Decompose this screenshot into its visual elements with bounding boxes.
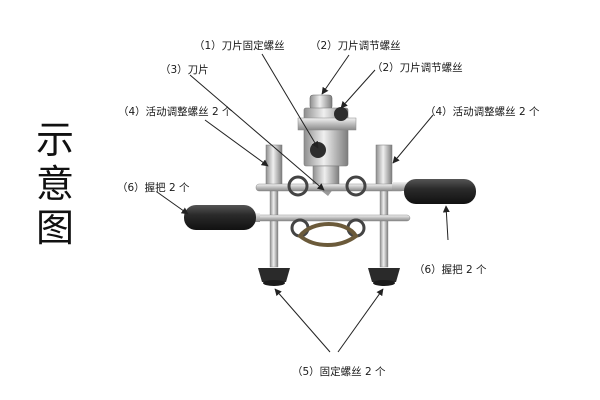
blade-adjust-screw-knob xyxy=(334,107,348,121)
label-movable-screw-right: （4）活动调整螺丝 2 个 xyxy=(425,106,540,118)
lower-crossbar xyxy=(251,214,411,222)
side-title-char: 示 xyxy=(35,118,74,162)
leader-fix-screw-left xyxy=(274,288,331,353)
leader-handle-left xyxy=(156,191,189,215)
cable xyxy=(297,222,359,247)
blade-block xyxy=(297,94,357,196)
label-handle-left: （6）握把 2 个 xyxy=(117,182,190,194)
leader-handle-right xyxy=(442,205,450,241)
leader-movable-screw-left xyxy=(204,119,269,167)
right-handle xyxy=(392,179,476,204)
label-movable-screw-left: （4）活动调整螺丝 2 个 xyxy=(118,106,233,118)
label-fix-screw-bottom: （5）固定螺丝 2 个 xyxy=(292,366,386,378)
leader-blade xyxy=(189,74,325,191)
label-blade-adjust-screw-right: （2）刀片调节螺丝 xyxy=(372,62,463,74)
tool-illustration xyxy=(184,94,476,286)
label-blade-adjust-screw-top: （2）刀片调节螺丝 xyxy=(310,40,401,52)
side-title: 示 意 图 xyxy=(30,118,80,250)
leader-fix-screw-right xyxy=(337,288,384,353)
upper-crossbar xyxy=(255,183,405,192)
label-blade-fix-screw: （1）刀片固定螺丝 xyxy=(194,40,285,52)
left-post xyxy=(258,144,290,286)
label-handle-right: （6）握把 2 个 xyxy=(414,264,487,276)
leader-blade-fix-screw xyxy=(261,53,319,149)
leader-blade-adjust-top xyxy=(321,54,350,95)
side-title-char: 意 xyxy=(35,162,74,206)
blade-fix-screw-knob xyxy=(310,142,326,158)
side-title-char: 图 xyxy=(35,206,74,250)
leader-blade-adjust-right xyxy=(340,69,376,109)
right-post xyxy=(368,144,400,286)
leader-movable-screw-right xyxy=(392,114,434,164)
label-blade: （3）刀片 xyxy=(160,64,209,76)
leader-lines xyxy=(156,53,450,353)
left-handle xyxy=(184,205,260,230)
